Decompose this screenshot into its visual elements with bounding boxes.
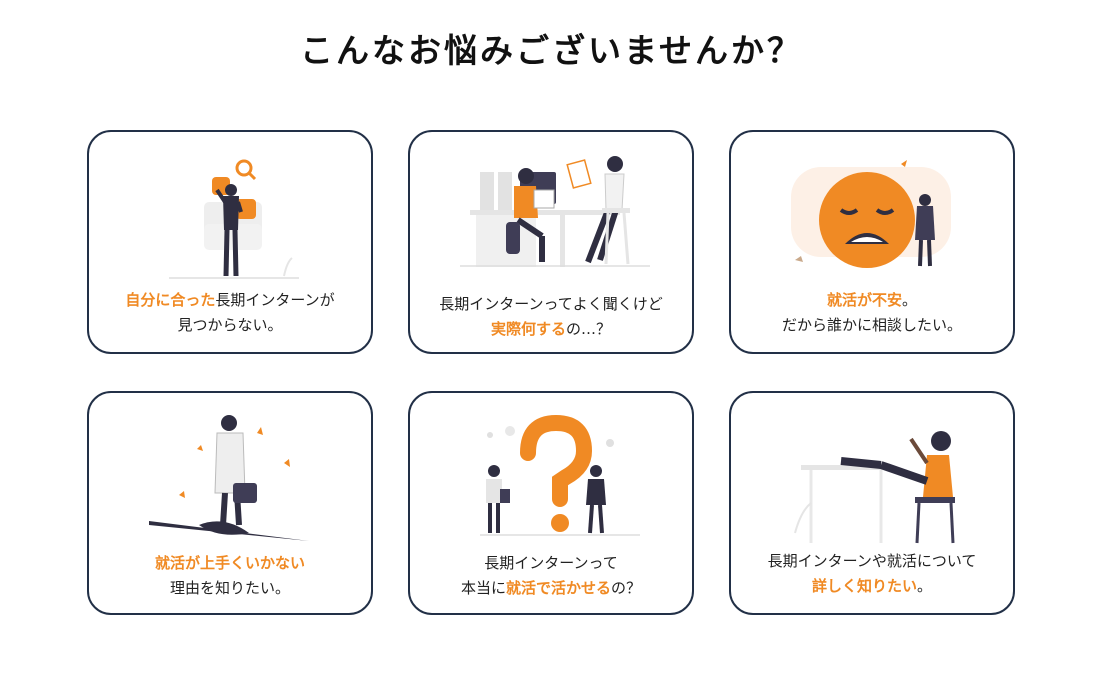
worry-card-useful-for-job-hunting: 長期インターンって 本当に就活で活かせるの？ xyxy=(408,391,694,615)
worry-card-not-going-well: 就活が上手くいかない 理由を知りたい。 xyxy=(87,391,373,615)
card-line-1: 長期インターンって xyxy=(484,554,618,572)
question-mark-illustration-icon xyxy=(480,414,640,536)
page-title: こんなお悩みございませんか？ xyxy=(299,31,803,70)
worry-card-what-to-do: 長期インターンってよく聞くけど 実際何するの…？ xyxy=(408,130,694,354)
card-line-2: 実際何するの…？ xyxy=(490,320,612,338)
card-line-2: 詳しく知りたい。 xyxy=(811,577,933,595)
card-line-1: 長期インターンや就活について xyxy=(767,552,977,570)
card-line-1: 長期インターンってよく聞くけど xyxy=(439,295,663,313)
relaxing-woman-illustration-icon xyxy=(794,431,955,544)
worry-card-anxious: 就活が不安。 だから誰かに相談したい。 xyxy=(729,130,1015,354)
worry-card-learn-more: 長期インターンや就活について 詳しく知りたい。 xyxy=(729,391,1015,615)
tired-face-illustration-icon xyxy=(791,160,951,268)
card-line-2: だから誰かに相談したい。 xyxy=(781,316,962,334)
card-line-2: 理由を知りたい。 xyxy=(169,579,290,597)
worry-card-search: 自分に合った長期インターンが 見つからない。 xyxy=(87,130,373,354)
search-illustration-icon xyxy=(169,159,299,279)
falling-man-illustration-icon xyxy=(149,415,309,541)
office-meeting-illustration-icon xyxy=(460,156,650,267)
card-line-1: 自分に合った長期インターンが xyxy=(125,291,335,309)
card-line-1: 就活が上手くいかない xyxy=(154,554,305,572)
card-line-2: 見つからない。 xyxy=(177,316,283,334)
card-line-2: 本当に就活で活かせるの？ xyxy=(460,579,642,597)
card-line-1: 就活が不安。 xyxy=(826,291,918,309)
